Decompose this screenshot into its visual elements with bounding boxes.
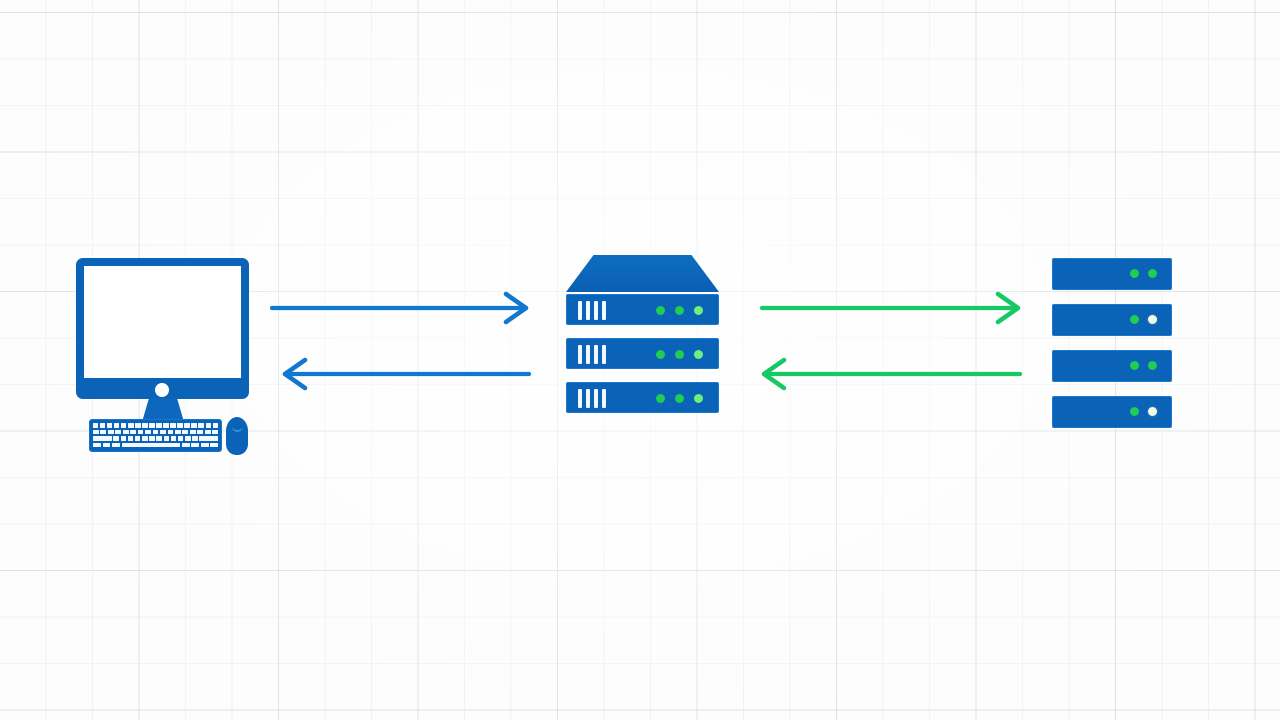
status-led: [694, 306, 703, 315]
status-led: [675, 350, 684, 359]
status-led: [656, 306, 665, 315]
status-led: [656, 394, 665, 403]
server-status-leds: [1130, 361, 1157, 370]
server-status-leds: [656, 306, 703, 315]
desktop-computer[interactable]: [70, 250, 265, 465]
status-led: [675, 306, 684, 315]
status-led: [1148, 361, 1157, 370]
keyboard-icon[interactable]: [89, 419, 222, 452]
server-status-leds: [656, 394, 703, 403]
arrow-server-to-client[interactable]: [282, 357, 532, 391]
keyboard-spacebar: [121, 442, 181, 448]
arrow-server-to-farm[interactable]: [759, 291, 1021, 325]
server-vents: [578, 301, 606, 320]
server-rack-unit[interactable]: [566, 294, 719, 325]
keyboard-row-spacebar: [93, 442, 219, 448]
arrow-right-icon: [503, 291, 529, 325]
server-rack-icon[interactable]: [560, 250, 725, 435]
server-vents: [578, 345, 606, 364]
status-led: [1130, 269, 1139, 278]
keyboard-row: [93, 423, 218, 428]
monitor-stand-neck: [142, 399, 184, 422]
status-led: [694, 350, 703, 359]
mouse-scroll-wheel: [232, 422, 243, 432]
status-led-idle: [1148, 315, 1157, 324]
monitor-power-indicator: [155, 383, 169, 397]
arrow-left-icon: [282, 357, 308, 391]
server-vents: [578, 389, 606, 408]
server-status-leds: [1130, 407, 1157, 416]
status-led: [656, 350, 665, 359]
server-rack-unit[interactable]: [566, 382, 719, 413]
server-stack-unit[interactable]: [1052, 350, 1172, 382]
server-status-leds: [1130, 269, 1157, 278]
status-led: [1130, 407, 1139, 416]
arrow-client-to-server[interactable]: [269, 291, 529, 325]
server-rack-top-panel: [566, 255, 719, 292]
server-stack-icon[interactable]: [1048, 252, 1178, 432]
keyboard-row: [93, 436, 219, 441]
status-led-idle: [1148, 407, 1157, 416]
server-rack-unit[interactable]: [566, 338, 719, 369]
keyboard-row: [93, 429, 219, 435]
server-stack-unit[interactable]: [1052, 304, 1172, 336]
status-led: [1130, 315, 1139, 324]
server-status-leds: [1130, 315, 1157, 324]
arrow-right-icon: [995, 291, 1021, 325]
server-stack-unit[interactable]: [1052, 396, 1172, 428]
server-status-leds: [656, 350, 703, 359]
status-led: [675, 394, 684, 403]
status-led: [1130, 361, 1139, 370]
status-led: [1148, 269, 1157, 278]
status-led: [694, 394, 703, 403]
server-stack-unit[interactable]: [1052, 258, 1172, 290]
arrow-left-icon: [761, 357, 787, 391]
arrow-farm-to-server[interactable]: [761, 357, 1023, 391]
